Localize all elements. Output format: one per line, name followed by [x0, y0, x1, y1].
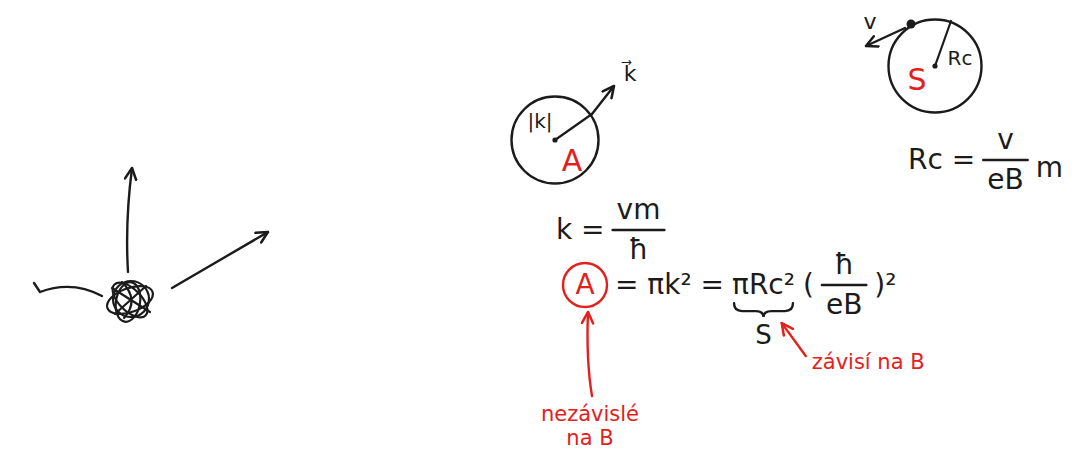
fraction-numerator: ħ [834, 249, 853, 281]
fraction-bar [983, 159, 1027, 161]
area-letter: S [907, 63, 926, 98]
velocity-label: v [863, 9, 876, 34]
k-space-circle: A |k| [510, 95, 600, 185]
bracket-symbol: )² [874, 269, 896, 301]
annotation: závisí na B [812, 350, 925, 374]
fraction-bar [822, 284, 866, 286]
center-dot [552, 137, 557, 142]
radius-line [555, 114, 592, 140]
formula-term: m [1036, 152, 1063, 184]
area-letter: A [562, 144, 583, 179]
underbrace [734, 303, 793, 317]
direction-arrow [172, 232, 268, 288]
vector-arrow [592, 86, 614, 114]
orbit [107, 277, 154, 324]
fraction-numerator: v [997, 124, 1014, 156]
pointer-arrow [782, 323, 806, 356]
annotation: nezávislé na B [530, 402, 650, 450]
center-dot [932, 63, 937, 68]
fraction-bar [613, 229, 665, 231]
formula-term: πRc² [732, 269, 795, 301]
vector-label: k⃗ [624, 61, 637, 86]
bracket-symbol: ( [803, 269, 814, 301]
circled-symbol: A [575, 269, 594, 301]
circle-outline [512, 97, 599, 184]
direction-stroke [34, 283, 102, 296]
orbit-scribble [112, 282, 150, 318]
orbit-tangle [103, 277, 156, 324]
radius-label: Rc [948, 47, 973, 70]
direction-arrow [127, 168, 132, 272]
radius-label: |k| [527, 110, 552, 133]
particle-dot [907, 20, 916, 29]
orbit-circle: S Rc [887, 18, 983, 114]
circle-outline [510, 95, 600, 185]
circle-outline [889, 20, 982, 113]
fraction-denominator: eB [826, 289, 862, 321]
highlight-circle [563, 263, 607, 307]
formula-term: Rc = [908, 144, 975, 176]
brace-label: S [755, 321, 772, 351]
fraction-numerator: vm [617, 194, 661, 226]
fraction-denominator: eB [987, 164, 1023, 196]
formula-term: = πk² = [615, 269, 724, 301]
formula-term: k = [556, 214, 605, 246]
orbit [113, 281, 149, 317]
fraction-denominator: ħ [629, 234, 648, 266]
pointer-arrow [588, 312, 593, 396]
